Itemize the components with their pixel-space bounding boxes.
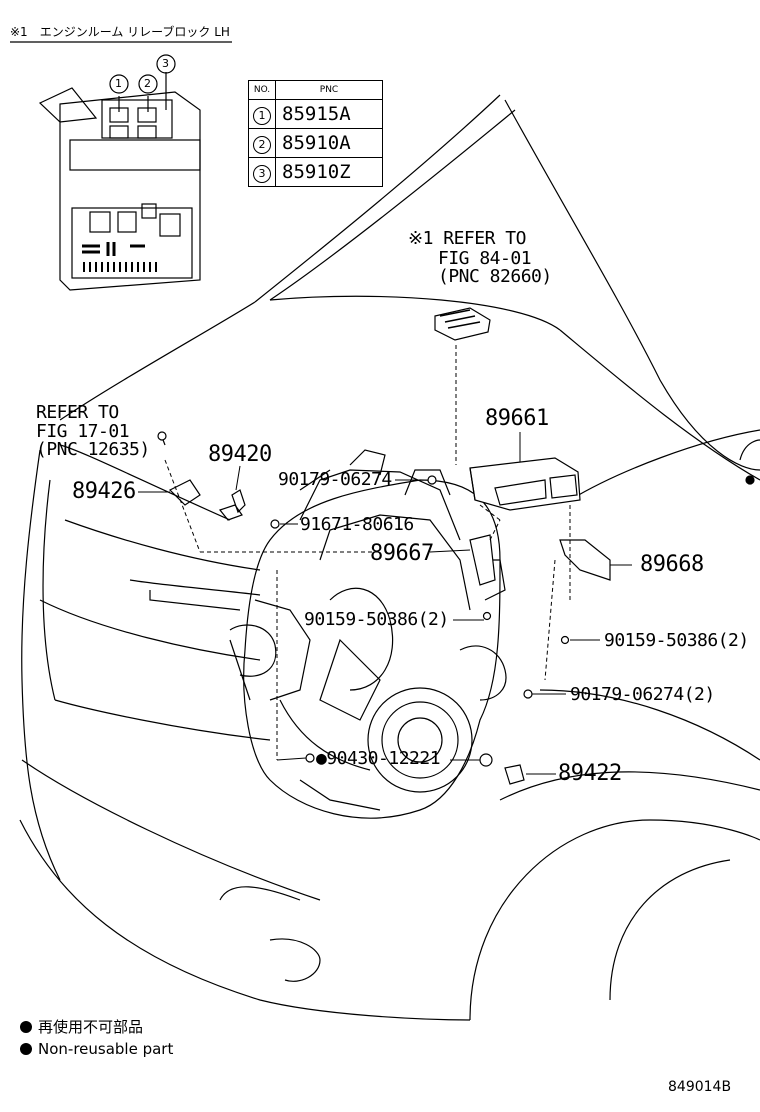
inset-callout-2: 2 xyxy=(144,77,151,90)
pnc-row-no: 2 xyxy=(253,135,271,154)
leader-lines xyxy=(138,345,632,775)
bolt-90159-50386-a xyxy=(482,611,492,621)
legend-jp: 再使用不可部品 xyxy=(20,1020,143,1035)
headlight-outline xyxy=(739,439,760,461)
refer-fig-84-line3[interactable]: (PNC 82660) xyxy=(438,266,552,287)
bracket-89667-drawing xyxy=(469,534,496,586)
part-label-91671-80616[interactable]: 91671-80616 xyxy=(300,514,414,535)
part-label-89422[interactable]: 89422 xyxy=(558,761,622,786)
part-label-90159-50386-a[interactable]: 90159-50386(2) xyxy=(304,609,449,630)
callout-circle-1 xyxy=(109,74,129,94)
relay-block-part-drawing xyxy=(434,307,491,341)
part-label-90430-12221[interactable]: ●90430-12221 xyxy=(316,748,441,769)
inset-callout-1: 1 xyxy=(115,77,122,90)
bolt-90159-50386-b xyxy=(560,635,570,645)
pnc-table-row: 2 85910A xyxy=(248,128,383,158)
sensor-89426-drawing xyxy=(157,431,201,506)
legend-jp-text: 再使用不可部品 xyxy=(38,1018,144,1036)
refer-fig-17-line3[interactable]: (PNC 12635) xyxy=(36,439,150,460)
pnc-row-value: 85915A xyxy=(275,99,383,129)
part-label-89426[interactable]: 89426 xyxy=(72,479,136,504)
pnc-table-row: 3 85910Z xyxy=(248,157,383,187)
inset-callout-3: 3 xyxy=(162,57,169,70)
headlight-marker xyxy=(745,475,755,485)
inset-title: ※1 エンジンルーム リレーブロック LH xyxy=(10,25,230,39)
legend-en: Non-reusable part xyxy=(20,1042,173,1057)
pnc-table-header: NO. PNC xyxy=(248,80,383,100)
bolt-90430-12221 xyxy=(305,753,315,763)
refer-fig-17-line2[interactable]: FIG 17-01 xyxy=(36,421,130,442)
hood-outline xyxy=(59,94,760,501)
pnc-header-pnc: PNC xyxy=(275,80,383,100)
part-label-90179-06274[interactable]: 90179-06274 xyxy=(278,469,392,490)
callout-circle-2 xyxy=(138,74,158,94)
part-label-89667[interactable]: 89667 xyxy=(370,541,434,566)
wheel-arch-outline xyxy=(469,689,760,1021)
refer-fig-17-line1[interactable]: REFER TO xyxy=(36,402,119,423)
bolt-90179-06274 xyxy=(427,475,437,485)
figure-number: 849014B xyxy=(668,1079,732,1095)
sensor-89422-drawing xyxy=(479,753,525,785)
flywheel-housing xyxy=(367,687,473,793)
bolt-90179-06274-b xyxy=(523,689,533,699)
pnc-row-no: 1 xyxy=(253,106,271,125)
refer-fig-84-line1[interactable]: ※1 REFER TO xyxy=(408,228,526,249)
bumper-grille-outline xyxy=(19,444,471,1021)
part-label-89420[interactable]: 89420 xyxy=(208,442,272,467)
callout-circle-3 xyxy=(156,54,176,74)
bullet-icon xyxy=(20,1043,32,1055)
sensor-89420-drawing xyxy=(218,489,246,521)
bracket-89668-drawing xyxy=(559,539,611,581)
pnc-table: NO. PNC 1 85915A 2 85910A 3 85910Z xyxy=(248,80,383,187)
legend-en-text: Non-reusable part xyxy=(38,1040,174,1058)
bolt-91671-80616 xyxy=(270,519,280,529)
relay-block-inset-drawing xyxy=(38,54,201,291)
refer-fig-84-line2[interactable]: FIG 84-01 xyxy=(438,248,532,269)
part-label-90159-50386-b[interactable]: 90159-50386(2) xyxy=(604,630,749,651)
pnc-row-no: 3 xyxy=(253,164,271,183)
part-label-90179-06274-2[interactable]: 90179-06274(2) xyxy=(570,684,715,705)
pnc-row-value: 85910A xyxy=(275,128,383,158)
part-label-89661[interactable]: 89661 xyxy=(485,406,549,431)
pnc-header-no: NO. xyxy=(248,80,276,100)
pnc-row-value: 85910Z xyxy=(275,157,383,187)
bullet-icon xyxy=(20,1021,32,1033)
ecu-89661-drawing xyxy=(469,457,581,511)
part-label-89668[interactable]: 89668 xyxy=(640,552,704,577)
pnc-table-row: 1 85915A xyxy=(248,99,383,129)
